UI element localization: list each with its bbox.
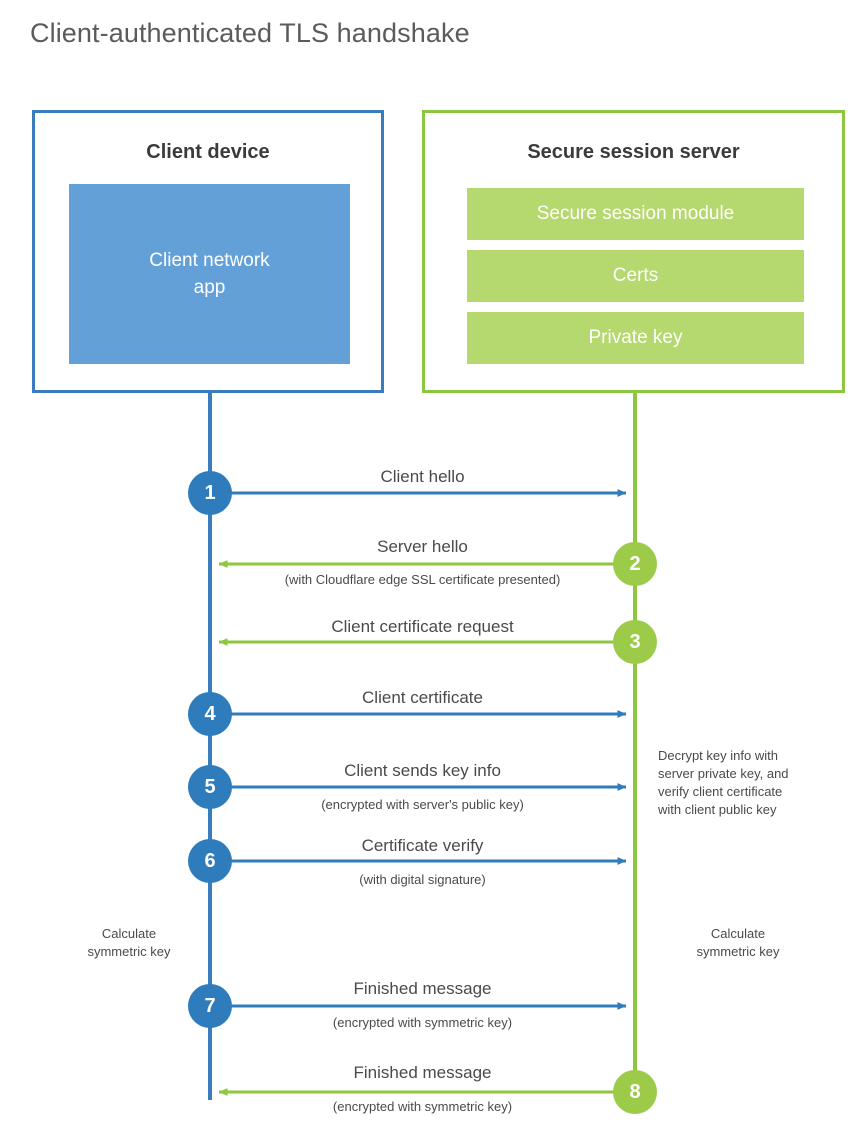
secure-session-server-title: Secure session server xyxy=(527,141,740,163)
step-number: 1 xyxy=(204,481,216,504)
page-title: Client-authenticated TLS handshake xyxy=(30,18,470,48)
step-number: 5 xyxy=(204,775,216,798)
step-label-8: Finished message xyxy=(353,1063,492,1082)
step-number: 7 xyxy=(204,994,216,1017)
step-label-7: Finished message xyxy=(353,979,492,998)
step-marker-5: 5 xyxy=(188,765,232,809)
client-device-title: Client device xyxy=(146,141,270,163)
step-number: 2 xyxy=(629,552,641,575)
client-device-box: Client device Client network app xyxy=(32,110,384,393)
server-module-private-key: Private key xyxy=(467,312,804,364)
server-decrypt-note-line4: with client public key xyxy=(658,802,777,817)
step-sublabel-8: (encrypted with symmetric key) xyxy=(332,1099,513,1114)
client-network-app-label-line1: Client network xyxy=(149,250,270,271)
step-number: 8 xyxy=(629,1080,641,1103)
client-calculate-symmetric-key-note: Calculate symmetric key xyxy=(40,925,218,961)
step-sublabel-7: (encrypted with symmetric key) xyxy=(332,1015,513,1030)
step-number: 4 xyxy=(204,702,216,725)
server-module-label: Secure session module xyxy=(536,203,735,224)
server-decrypt-note-line3: verify client certificate xyxy=(658,784,783,799)
client-network-app-label: Client network app xyxy=(149,247,269,301)
step-label-4: Client certificate xyxy=(362,688,483,707)
server-module-secure-session-module: Secure session module xyxy=(467,188,804,240)
step-marker-7: 7 xyxy=(188,984,232,1028)
step-marker-2: 2 xyxy=(613,542,657,586)
client-calc-note-line2: symmetric key xyxy=(87,944,171,959)
step-label-2: Server hello xyxy=(377,537,468,556)
step-label-6: Certificate verify xyxy=(361,836,484,855)
step-number: 3 xyxy=(629,630,641,653)
server-module-label: Private key xyxy=(588,327,683,348)
step-sublabel-6: (with digital signature) xyxy=(359,872,486,887)
server-calc-note-line1: Calculate xyxy=(710,926,766,941)
step-label-5: Client sends key info xyxy=(344,761,501,780)
server-calc-note-line2: symmetric key xyxy=(696,944,780,959)
step-marker-4: 4 xyxy=(188,692,232,736)
server-module-label: Certs xyxy=(612,265,659,286)
step-marker-1: 1 xyxy=(188,471,232,515)
step-number: 6 xyxy=(204,849,216,872)
server-decrypt-note-line2: server private key, and xyxy=(658,766,789,781)
client-calc-note-line1: Calculate xyxy=(101,926,157,941)
step-sublabel-2: (with Cloudflare edge SSL certificate pr… xyxy=(284,572,561,587)
step-marker-3: 3 xyxy=(613,620,657,664)
secure-session-server-box: Secure session server Secure session mod… xyxy=(422,110,845,393)
server-calculate-symmetric-key-note: Calculate symmetric key xyxy=(658,925,818,961)
client-network-app-label-line2: app xyxy=(193,277,226,298)
server-module-certs: Certs xyxy=(467,250,804,302)
step-label-1: Client hello xyxy=(380,467,465,486)
client-network-app-block: Client network app xyxy=(69,184,350,364)
step-sublabel-5: (encrypted with server's public key) xyxy=(321,797,524,812)
step-marker-6: 6 xyxy=(188,839,232,883)
step-label-3: Client certificate request xyxy=(331,617,514,636)
step-marker-8: 8 xyxy=(613,1070,657,1114)
server-decrypt-note: Decrypt key info with server private key… xyxy=(658,747,848,819)
server-decrypt-note-line1: Decrypt key info with xyxy=(658,748,778,763)
